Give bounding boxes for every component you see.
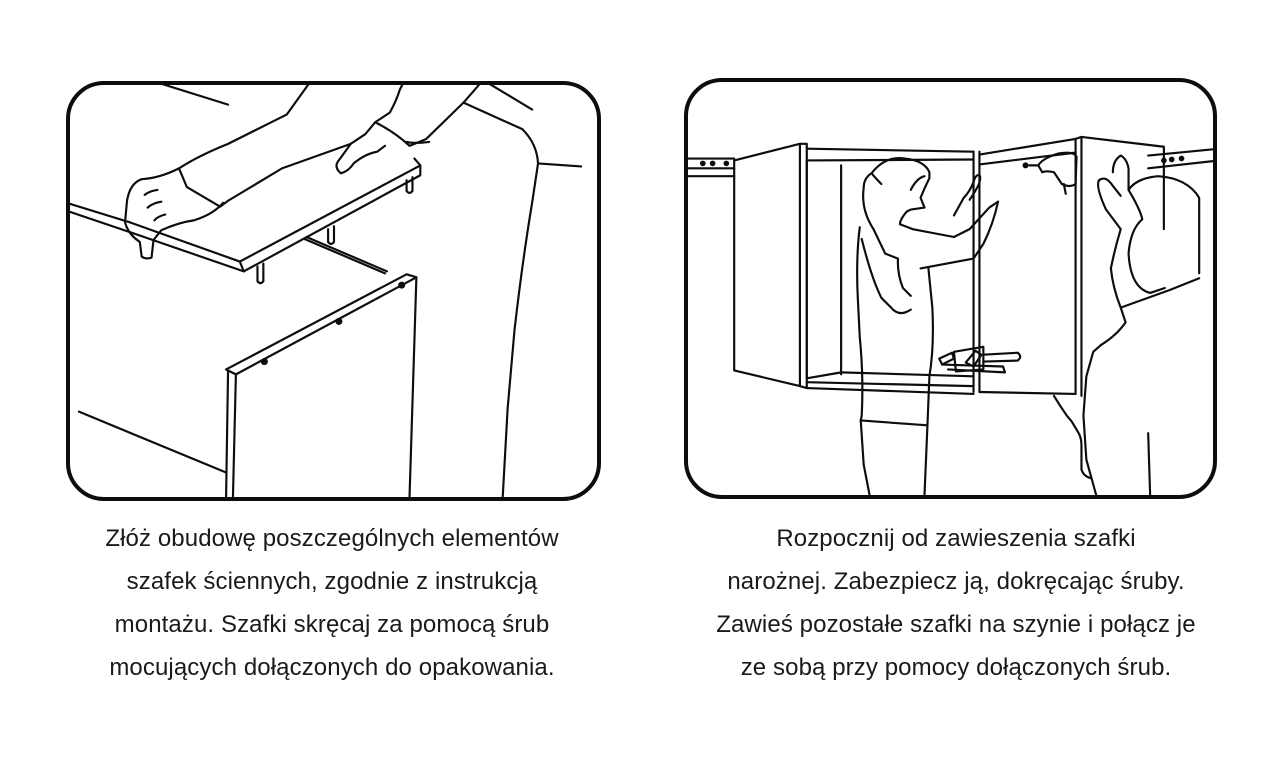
caption-line: ze sobą przy pomocy dołączonych śrub. (740, 654, 1172, 681)
caption-line: Rozpocznij od zawieszenia szafki (776, 525, 1136, 552)
caption-line: narożnej. Zabezpiecz ją, dokręcając śrub… (727, 568, 1185, 595)
caption-line: mocujących dołączonych do opakowania. (109, 654, 555, 681)
caption-line: Złóż obudowę poszczególnych elementów (105, 525, 559, 552)
caption-line: montażu. Szafki skręcaj za pomocą śrub (114, 611, 550, 638)
step-1: Złóż obudowę poszczególnych elementów sz… (66, 81, 601, 681)
step-1-caption: Złóż obudowę poszczególnych elementów sz… (12, 517, 652, 689)
step-2-caption: Rozpocznij od zawieszenia szafki narożne… (640, 517, 1272, 689)
wall-cabinet-hanging-illustration (684, 78, 1217, 499)
caption-line: Zawieś pozostałe szafki na szynie i połą… (716, 611, 1196, 638)
cabinet-assembly-illustration (66, 81, 601, 501)
caption-line: szafek ściennych, zgodnie z instrukcją (126, 568, 538, 595)
step-2: Rozpocznij od zawieszenia szafki narożne… (640, 0, 1280, 768)
